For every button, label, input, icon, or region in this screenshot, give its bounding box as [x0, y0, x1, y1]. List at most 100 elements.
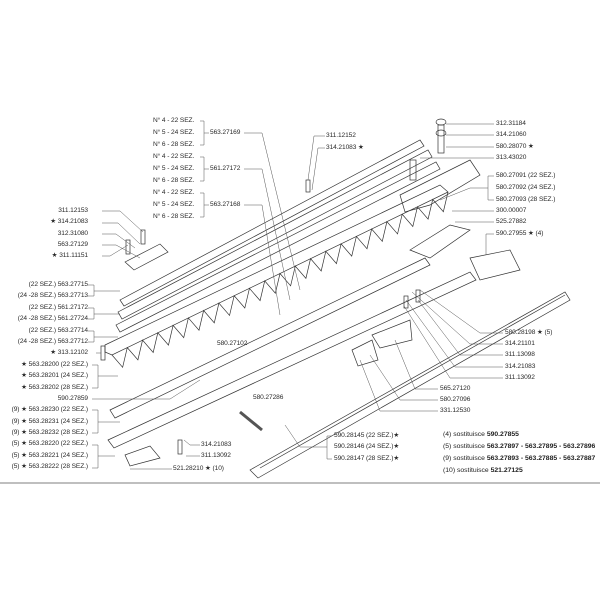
note-codes: 563.27893 - 563.27885 - 563.27887 [486, 455, 596, 462]
note-4: (4) sostituisce 590.27855 [443, 431, 519, 439]
label-313-12102: ★ 313.12102 [50, 349, 88, 357]
label-563-28222: (5) ★ 563.28222 (28 SEZ.) [11, 463, 88, 471]
plate-580-27096 [351, 339, 379, 367]
label-590-27859: 590.27859 [57, 394, 88, 402]
label-580-27286: 580.27286 [253, 394, 284, 401]
label-group3-code: 563.27168 [210, 201, 241, 208]
clamp-563-27129 [124, 243, 169, 271]
label-563-28220: (5) ★ 563.28220 (22 SEZ.) [11, 440, 88, 448]
bolt-311-11151 [125, 239, 131, 255]
label-563-27715: (22 SEZ.) 563.27715 [28, 281, 88, 288]
label-525-27882: 525.27882 [496, 218, 527, 225]
knife-sections [111, 191, 449, 369]
label-311-12152: 311.12152 [326, 132, 356, 139]
label-312-31080: 312.31080 [57, 229, 88, 237]
note-codes: 563.27897 - 563.27895 - 563.27896 [486, 443, 596, 450]
label-590-28147: 590.28147 (28 SEZ.)★ [334, 455, 400, 462]
label-group3-row1: N° 4 - 22 SEZ. [153, 189, 195, 196]
stud-313-43020 [409, 159, 417, 181]
label-590-28146: 590.28146 (24 SEZ.)★ [334, 443, 400, 450]
guard-plate-563-28230 [109, 257, 431, 419]
bolt-311-13092-right [403, 295, 409, 309]
bolt-311-12152 [305, 179, 311, 193]
label-563-28202: ★ 563.28202 (28 SEZ.) [21, 383, 88, 391]
label-311-13092-right: 311.13092 [505, 374, 535, 381]
label-group1-code: 563.27169 [210, 129, 241, 136]
label-580-27102: 580.27102 [217, 340, 248, 347]
stud-580-28070 [437, 124, 445, 154]
label-group2-row3: N° 6 - 28 SEZ. [153, 177, 195, 184]
note-prefix: (5) sostituisce [443, 443, 485, 450]
label-300-00007: 300.00007 [496, 207, 527, 214]
strip-563-27168 [115, 161, 441, 333]
drive-plate-525-27882 [409, 224, 471, 259]
label-563-28230: (9) ★ 563.28230 (22 SEZ.) [11, 406, 88, 414]
label-561-27724: (24 -28 SEZ.) 561.27724 [17, 315, 88, 323]
label-590-28145: 590.28145 (22 SEZ.)★ [334, 432, 400, 439]
label-311-13092-center: 311.13092 [201, 452, 231, 459]
label-580-27096: 580.27096 [440, 396, 471, 403]
label-311-12153: 311.12153 [58, 207, 88, 214]
label-563-28221: (5) ★ 563.28221 (24 SEZ.) [11, 451, 88, 459]
left-label-column: 311.12153 ★ 314.21083 312.31080 563.2712… [50, 207, 88, 263]
label-590-27955: 590.27955 ★ (4) [496, 230, 544, 237]
label-563-28201: ★ 563.28201 (24 SEZ.) [21, 372, 88, 380]
clip-521-28210 [124, 445, 161, 467]
note-5: (5) sostituisce 563.27897 - 563.27895 - … [443, 443, 595, 451]
label-314-21060: 314.21060 [496, 131, 527, 138]
label-group3-row2: N° 5 - 24 SEZ. [153, 201, 195, 208]
head-bracket [399, 159, 481, 213]
label-312-31184: 312.31184 [496, 120, 526, 127]
label-group2-row2: N° 5 - 24 SEZ. [153, 165, 195, 172]
label-331-12530: 331.12530 [440, 407, 471, 414]
bolt-311-13098 [415, 289, 421, 303]
label-580-27091: 580.27091 (22 SEZ.) [496, 172, 556, 179]
label-580-27092: 580.27092 (24 SEZ.) [496, 184, 556, 191]
label-580-28070: 580.28070 ★ [496, 143, 534, 150]
bracket-590-27955 [469, 249, 521, 281]
note-prefix: (9) sostituisce [443, 455, 485, 462]
guard-plate-563-28220 [107, 271, 477, 449]
label-311-13098: 311.13098 [505, 351, 535, 358]
plate-565-27120 [371, 319, 413, 349]
label-314-21083-left: ★ 314.21083 [50, 218, 88, 226]
label-563-28231: (9) ★ 563.28231 (24 SEZ.) [11, 417, 88, 425]
label-563-27129: 563.27129 [57, 240, 88, 248]
label-314-21101: 314.21101 [505, 340, 535, 347]
label-314-21083-top: 314.21083 ★ [326, 144, 364, 151]
note-9: (9) sostituisce 563.27893 - 563.27885 - … [443, 455, 595, 463]
label-314-21083-center: 314.21083 [201, 441, 232, 448]
label-group1-row3: N° 6 - 28 SEZ. [153, 141, 195, 148]
label-group2-row1: N° 4 - 22 SEZ. [153, 153, 195, 160]
strip-561-27172 [117, 149, 433, 320]
label-563-27713: (24 -28 SEZ.) 563.27713 [17, 292, 88, 300]
note-10: (10) sostituisce 521.27125 [443, 467, 523, 475]
label-313-43020: 313.43020 [496, 154, 527, 161]
label-563-28200: ★ 563.28200 (22 SEZ.) [21, 360, 88, 368]
spring-580-27286 [239, 410, 263, 432]
label-group1-row2: N° 5 - 24 SEZ. [153, 129, 195, 136]
pin-313-12102 [100, 345, 106, 361]
label-group2-code: 561.27172 [210, 165, 241, 172]
label-561-27172-left: (22 SEZ.) 561.27172 [28, 303, 88, 311]
bottom-plate-590-28145 [249, 291, 571, 479]
label-563-27714: (22 SEZ.) 563.27714 [28, 326, 88, 334]
label-580-27093: 580.27093 (28 SEZ.) [496, 196, 556, 203]
note-prefix: (10) sostituisce [443, 467, 489, 474]
strip-563-27169 [119, 139, 425, 307]
note-codes: 521.27125 [490, 467, 523, 474]
bolt-311-13092 [177, 439, 183, 455]
note-codes: 590.27855 [486, 431, 519, 438]
label-565-27120: 565.27120 [440, 385, 471, 392]
label-group3-row3: N° 6 - 28 SEZ. [153, 213, 195, 220]
label-580-28198: 580.28198 ★ (5) [505, 329, 553, 336]
label-311-11151: ★ 311.11151 [51, 252, 88, 260]
label-521-28210: 521.28210 ★ (10) [173, 465, 224, 472]
label-563-28232: (9) ★ 563.28232 (28 SEZ.) [11, 429, 88, 437]
bolt-311-12153 [140, 229, 146, 245]
label-314-21083-right: 314.21083 [505, 363, 536, 370]
left-label-column-2: (22 SEZ.) 563.27715 (24 -28 SEZ.) 563.27… [12, 281, 88, 475]
label-group1-row1: N° 4 - 22 SEZ. [153, 117, 195, 124]
